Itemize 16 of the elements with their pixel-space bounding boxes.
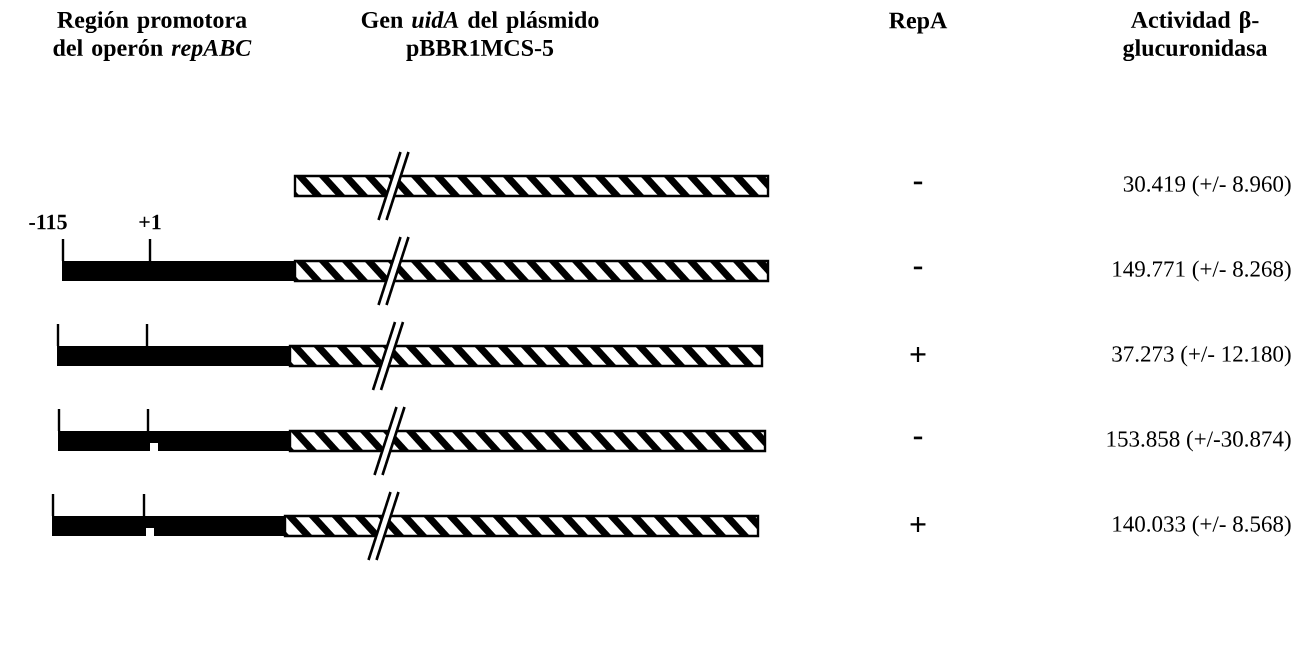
- column-header: Actividad β-glucuronidasa: [1123, 10, 1268, 62]
- repa-sign: -: [913, 436, 923, 440]
- activity-value: 140.033 (+/- 8.568): [1113, 515, 1291, 537]
- activity-value: 149.771 (+/- 8.268): [1113, 260, 1291, 282]
- position-label: -115: [29, 214, 67, 230]
- position-label: +1: [139, 214, 161, 230]
- column-header: Gen uidA del plásmido pBBR1MCS-5: [361, 11, 599, 61]
- repa-sign: -: [913, 181, 923, 185]
- column-header: Región promotora del operón repABC: [53, 11, 252, 61]
- activity-value: 153.858 (+/-30.874): [1107, 430, 1291, 452]
- repa-sign: +: [910, 517, 926, 532]
- column-header: RepA: [889, 12, 948, 34]
- repa-sign: +: [910, 347, 926, 362]
- repa-sign: -: [913, 266, 923, 270]
- activity-value: 37.273 (+/- 12.180): [1112, 345, 1291, 367]
- activity-value: 30.419 (+/- 8.960): [1123, 175, 1291, 197]
